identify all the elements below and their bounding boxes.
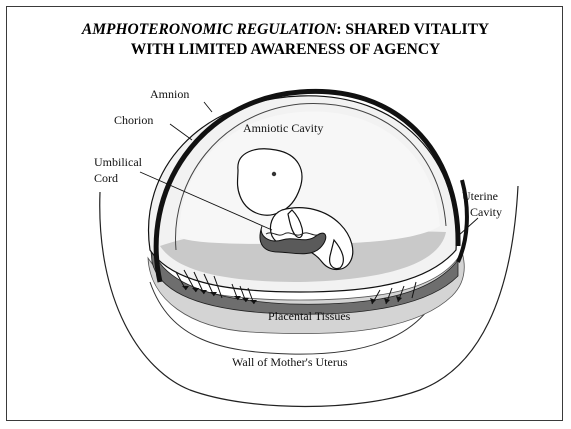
label-cord: Cord	[94, 171, 118, 185]
label-amnion: Amnion	[150, 87, 189, 101]
leader-amnion	[204, 102, 212, 112]
label-cavity: Cavity	[470, 205, 502, 219]
label-wall-of-uterus: Wall of Mother's Uterus	[232, 355, 348, 369]
label-chorion: Chorion	[114, 113, 153, 127]
label-uterine: Uterine	[462, 189, 498, 203]
label-amniotic-cavity: Amniotic Cavity	[243, 121, 323, 135]
label-placental-tissues: Placental Tissues	[268, 309, 351, 323]
leader-chorion	[170, 124, 192, 140]
label-umbilical: Umbilical	[94, 155, 143, 169]
embryo-eye	[272, 172, 276, 176]
